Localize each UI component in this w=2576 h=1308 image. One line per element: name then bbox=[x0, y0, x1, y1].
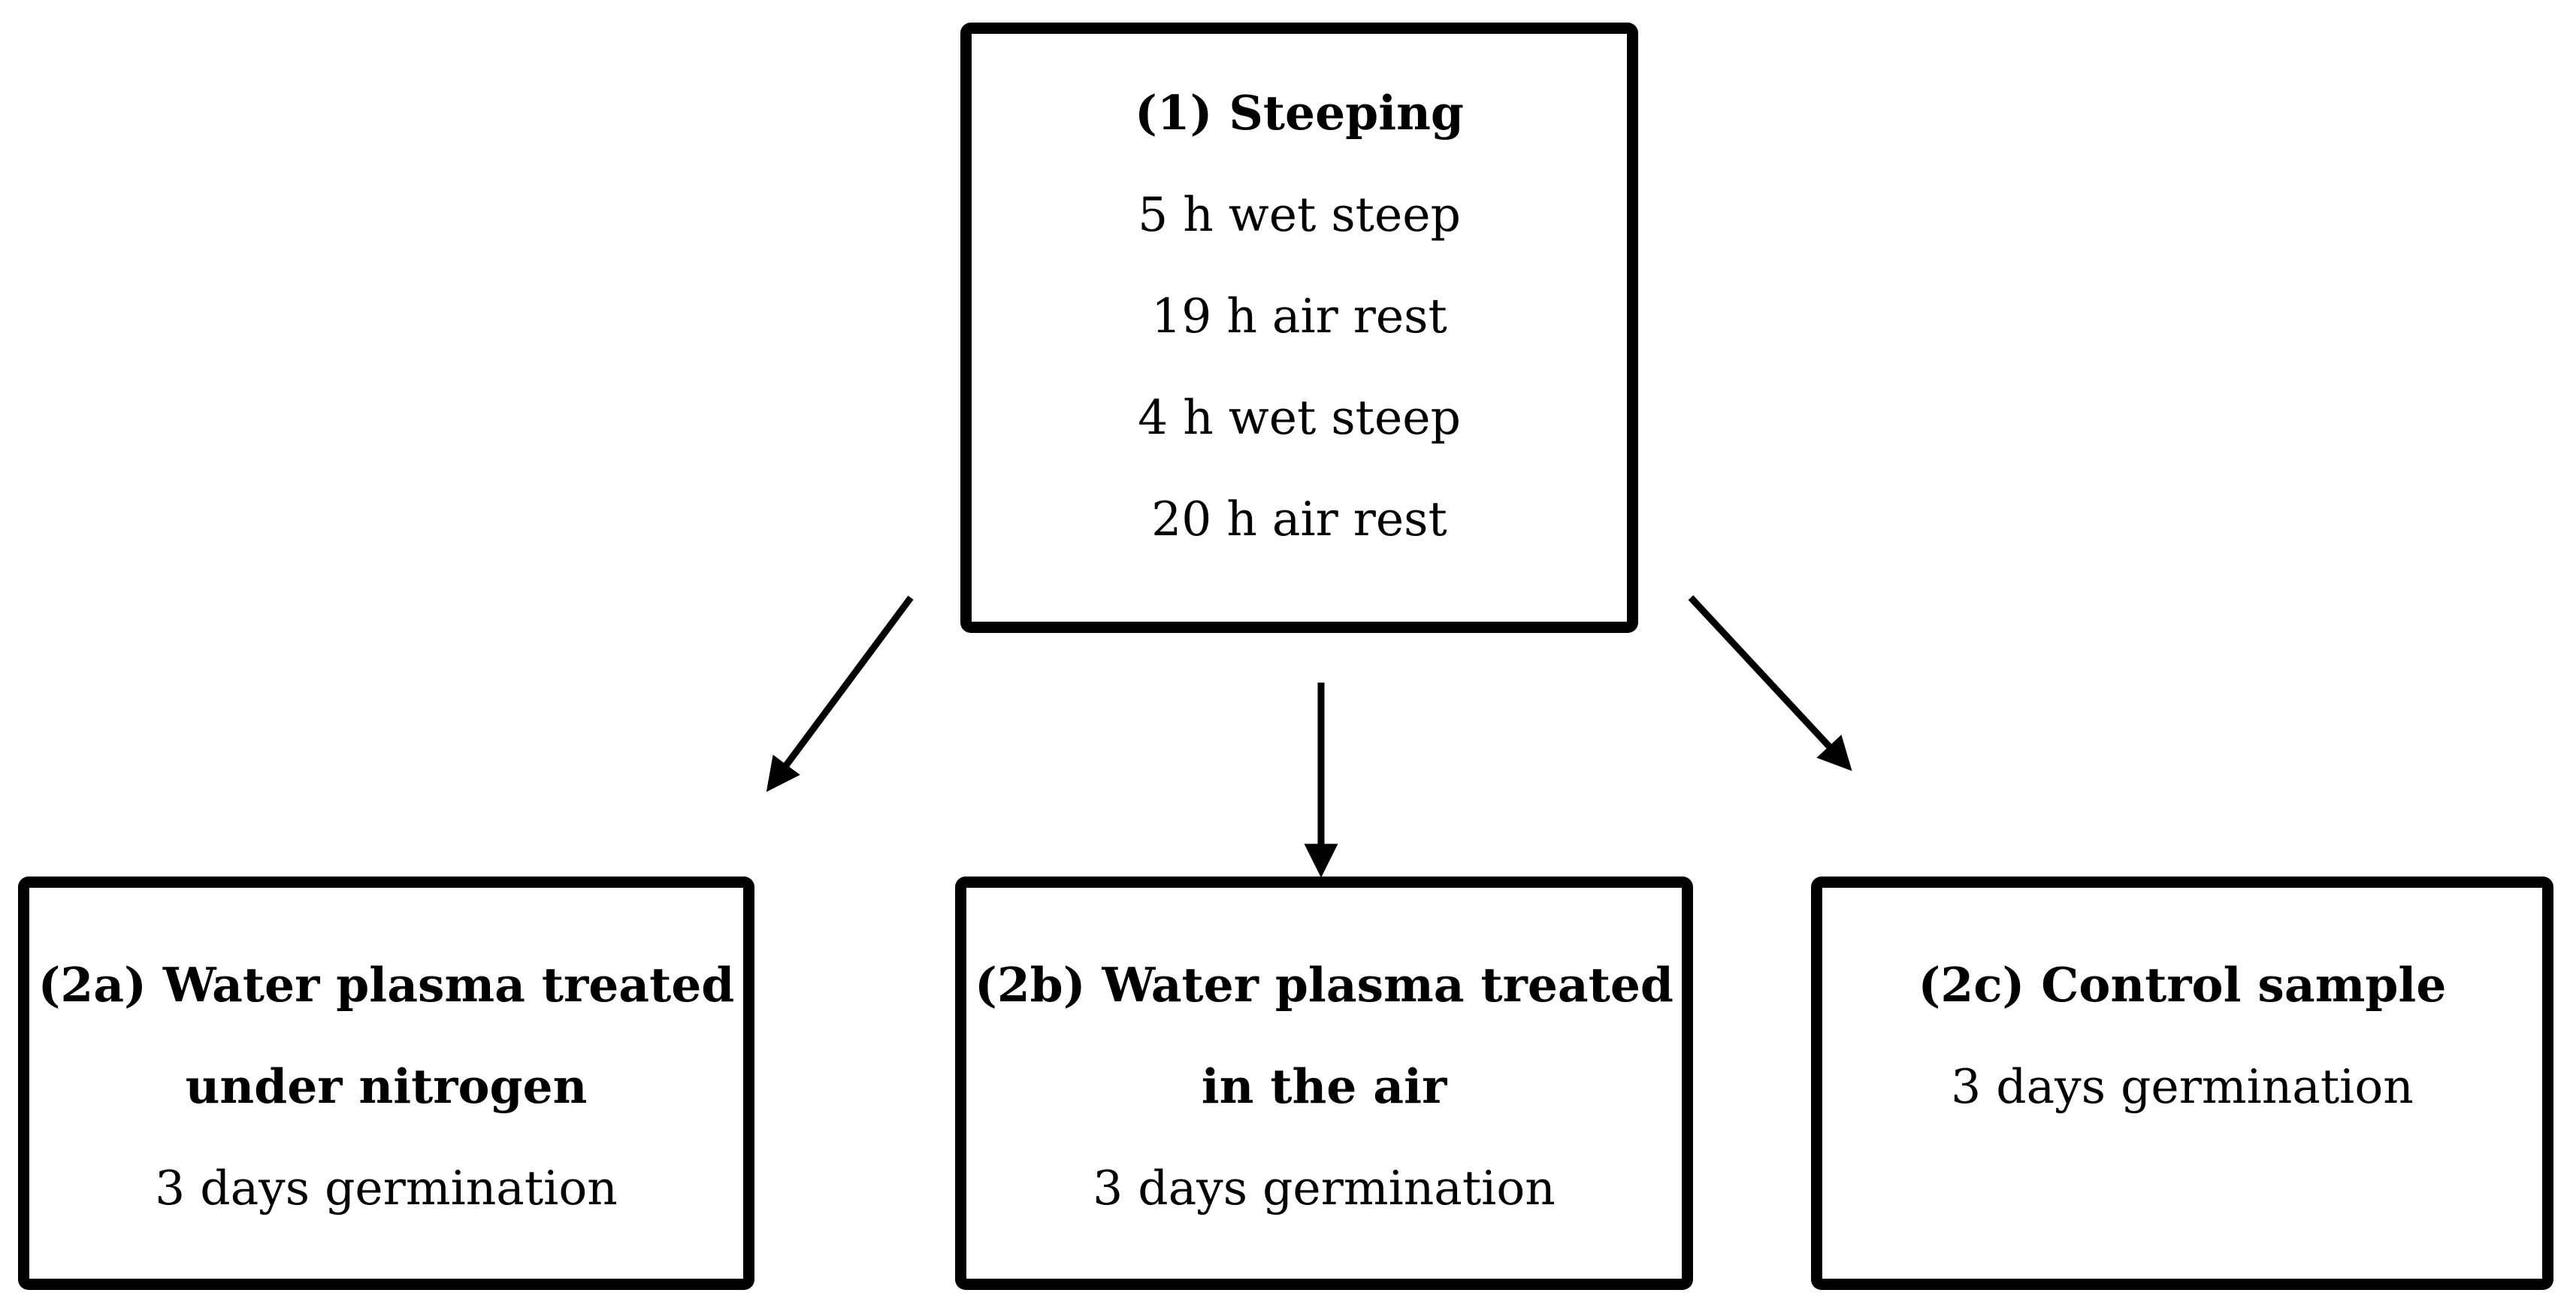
steeping-title: (1) Steeping bbox=[1135, 85, 1464, 141]
steeping-step-2: 19 h air rest bbox=[1151, 289, 1447, 344]
plasma-nitrogen-body: 3 days germination bbox=[155, 1161, 618, 1216]
plasma-air-title-line1: (2b) Water plasma treated bbox=[975, 957, 1673, 1013]
arrow-to-control-branch bbox=[1688, 595, 1852, 771]
plasma-nitrogen-title-line2: under nitrogen bbox=[185, 1058, 588, 1114]
steeping-step-4: 20 h air rest bbox=[1151, 492, 1447, 547]
plasma-air-title-line2: in the air bbox=[1201, 1058, 1447, 1114]
plasma-nitrogen-box: (2a) Water plasma treated under nitrogen… bbox=[18, 877, 754, 1290]
steeping-step-1: 5 h wet steep bbox=[1138, 187, 1461, 242]
plasma-air-box: (2b) Water plasma treated in the air 3 d… bbox=[955, 877, 1693, 1290]
control-sample-body: 3 days germination bbox=[1951, 1059, 2414, 1114]
plasma-nitrogen-title-line1: (2a) Water plasma treated bbox=[38, 957, 735, 1013]
control-sample-box: (2c) Control sample 3 days germination bbox=[1811, 877, 2553, 1290]
arrow-to-nitrogen-branch bbox=[766, 595, 914, 792]
control-sample-title: (2c) Control sample bbox=[1918, 957, 2447, 1013]
steeping-box: (1) Steeping 5 h wet steep 19 h air rest… bbox=[960, 23, 1638, 633]
steeping-step-3: 4 h wet steep bbox=[1138, 390, 1461, 445]
plasma-air-body: 3 days germination bbox=[1093, 1161, 1556, 1216]
